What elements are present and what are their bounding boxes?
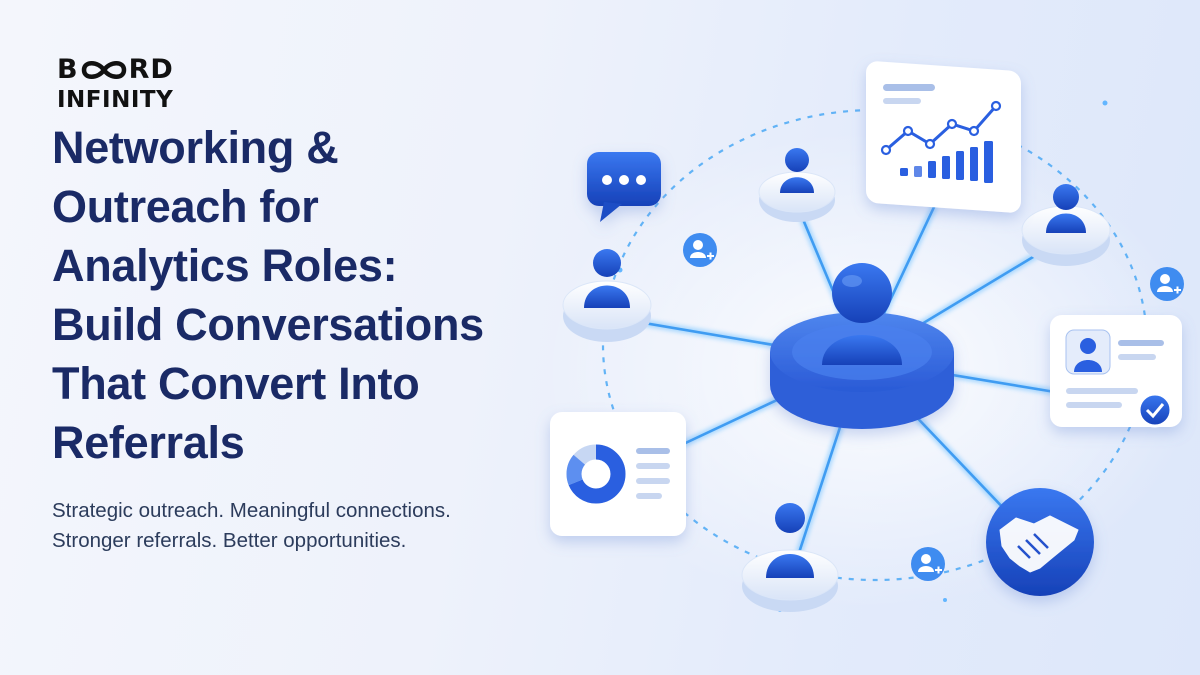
user-add-icon <box>683 233 717 267</box>
checkmark-icon <box>1137 392 1173 428</box>
title-line: That Convert Into <box>52 358 420 409</box>
subtitle: Strategic outreach. Meaningful connectio… <box>52 496 532 556</box>
subtitle-line: Strategic outreach. Meaningful connectio… <box>52 499 451 522</box>
title-line: Analytics Roles: <box>52 240 398 291</box>
title-line: Networking & <box>52 122 339 173</box>
analytics-card-content <box>880 84 1002 183</box>
subtitle-line: Stronger referrals. Better opportunities… <box>52 529 407 552</box>
central-user-icon <box>822 263 902 365</box>
central-hub <box>770 312 954 429</box>
analytics-card-icon <box>866 61 1021 213</box>
title-line: Referrals <box>52 417 245 468</box>
user-node-top <box>758 148 836 222</box>
profile-card-content <box>1065 329 1164 408</box>
logo-infinity-text: INFINITY <box>57 87 174 113</box>
board-infinity-logo: B RD INFINITY <box>57 56 174 112</box>
handshake-glyph <box>999 515 1079 573</box>
page-title: Networking & Outreach for Analytics Role… <box>52 118 572 472</box>
donut-chart-content <box>566 444 670 504</box>
user-add-icon <box>1150 267 1184 301</box>
logo-letters: RD <box>128 54 174 85</box>
title-line: Build Conversations <box>52 299 484 350</box>
chat-bubble-icon <box>587 152 661 222</box>
infinity-loop-icon <box>81 60 126 79</box>
user-add-icon <box>911 547 945 581</box>
user-node-right <box>1021 184 1111 266</box>
title-line: Outreach for <box>52 181 319 232</box>
logo-letter: B <box>57 54 79 85</box>
user-node-left <box>562 249 652 342</box>
user-node-bottom <box>741 503 839 612</box>
